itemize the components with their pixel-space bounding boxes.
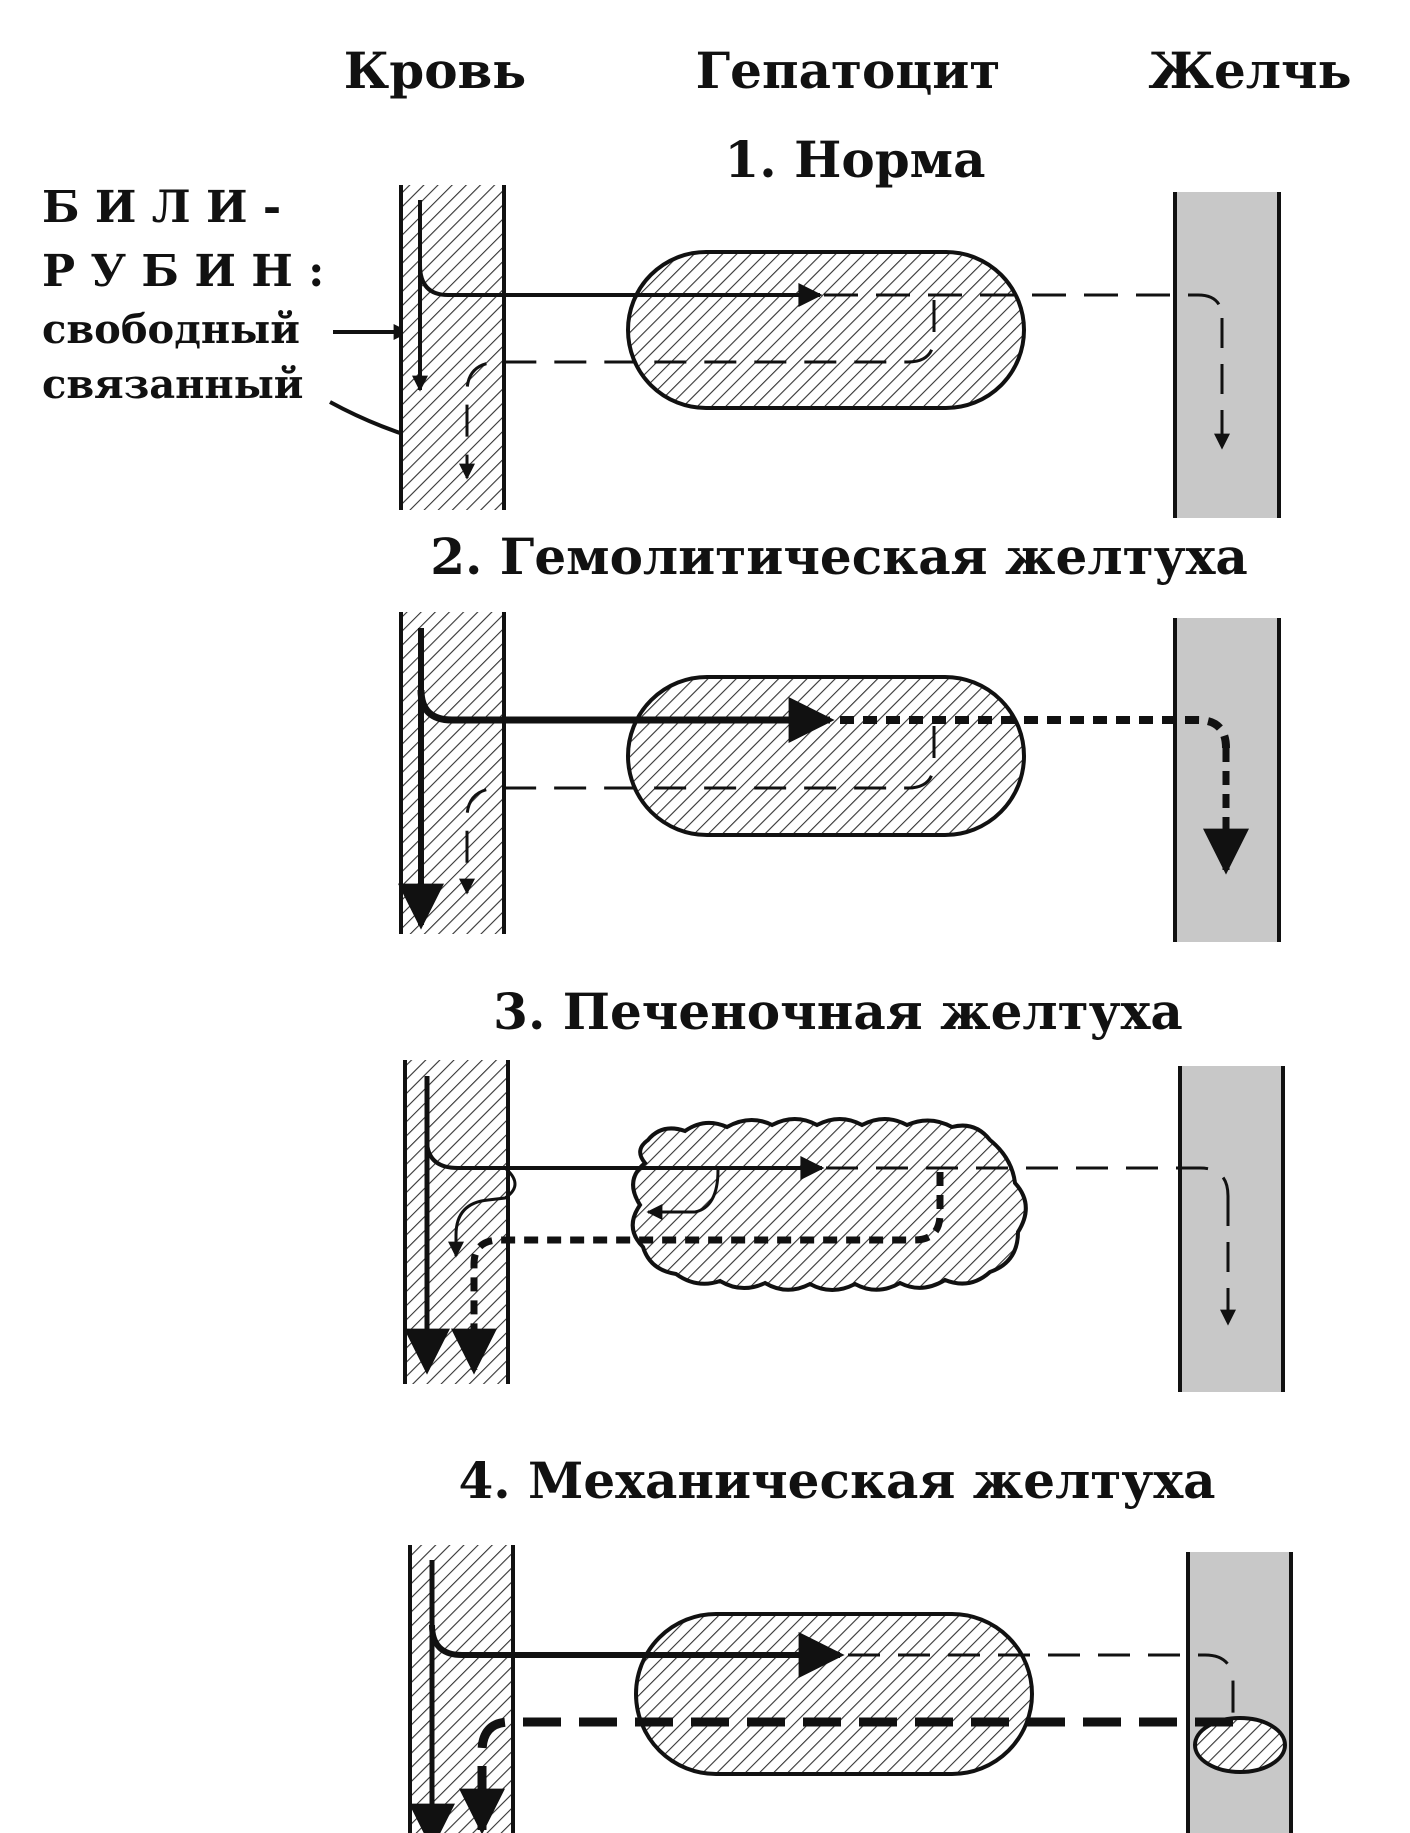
bound-bilirubin-excretion <box>826 1166 1230 1197</box>
bile-duct-obstruction <box>1193 1716 1287 1774</box>
panel-title-mechanical: 4. Механическая желтуха <box>458 1451 1215 1510</box>
damaged-hepatocyte-cell <box>630 1117 1028 1292</box>
free-bilirubin-uptake <box>429 1624 845 1678</box>
panel-norm <box>399 185 1281 518</box>
panel-hepatic <box>403 1060 1285 1392</box>
bound-bilirubin-reflux <box>451 1172 944 1375</box>
panel-title-norm: 1. Норма <box>725 130 986 189</box>
intracellular-reflux <box>646 1169 720 1220</box>
free-bilirubin-regurgitation <box>448 1166 517 1258</box>
legend-free: свободный <box>42 306 300 353</box>
header-blood: Кровь <box>344 41 526 100</box>
panel-hemolytic <box>398 612 1281 942</box>
blood-vessel <box>410 1545 513 1833</box>
legend-bound: связанный <box>42 361 303 408</box>
bound-bilirubin-excretion <box>848 1653 1235 1715</box>
bile-duct <box>1175 192 1279 518</box>
legend-title-line1: Б И Л И - <box>42 182 281 233</box>
free-bilirubin-uptake <box>418 264 823 307</box>
header-hepatocyte: Гепатоцит <box>696 41 1001 100</box>
bound-bilirubin-excretion <box>824 293 1224 319</box>
bound-bilirubin-reflux <box>459 1717 1233 1833</box>
free-bilirubin-uptake <box>425 1139 825 1180</box>
panel-mechanical <box>408 1545 1293 1833</box>
bile-duct <box>1188 1552 1291 1833</box>
bound-bilirubin-excretion <box>840 716 1230 749</box>
blood-vessel <box>401 612 504 934</box>
bound-bilirubin-reflux <box>459 300 936 480</box>
hepatocyte-cell <box>626 250 1026 410</box>
panel-title-hepatic: 3. Печеночная желтуха <box>493 982 1183 1041</box>
legend-title-line2: Р У Б И Н : <box>42 246 324 297</box>
panel-title-hemolytic: 2. Гемолитическая желтуха <box>430 527 1248 586</box>
bile-duct <box>1180 1066 1283 1392</box>
header-bile: Желчь <box>1148 41 1351 100</box>
free-bilirubin-uptake <box>417 689 835 743</box>
bound-bilirubin-reflux <box>459 726 936 895</box>
hepatocyte-cell <box>626 675 1026 837</box>
hepatocyte-cell <box>634 1612 1034 1776</box>
blood-vessel <box>401 185 504 510</box>
